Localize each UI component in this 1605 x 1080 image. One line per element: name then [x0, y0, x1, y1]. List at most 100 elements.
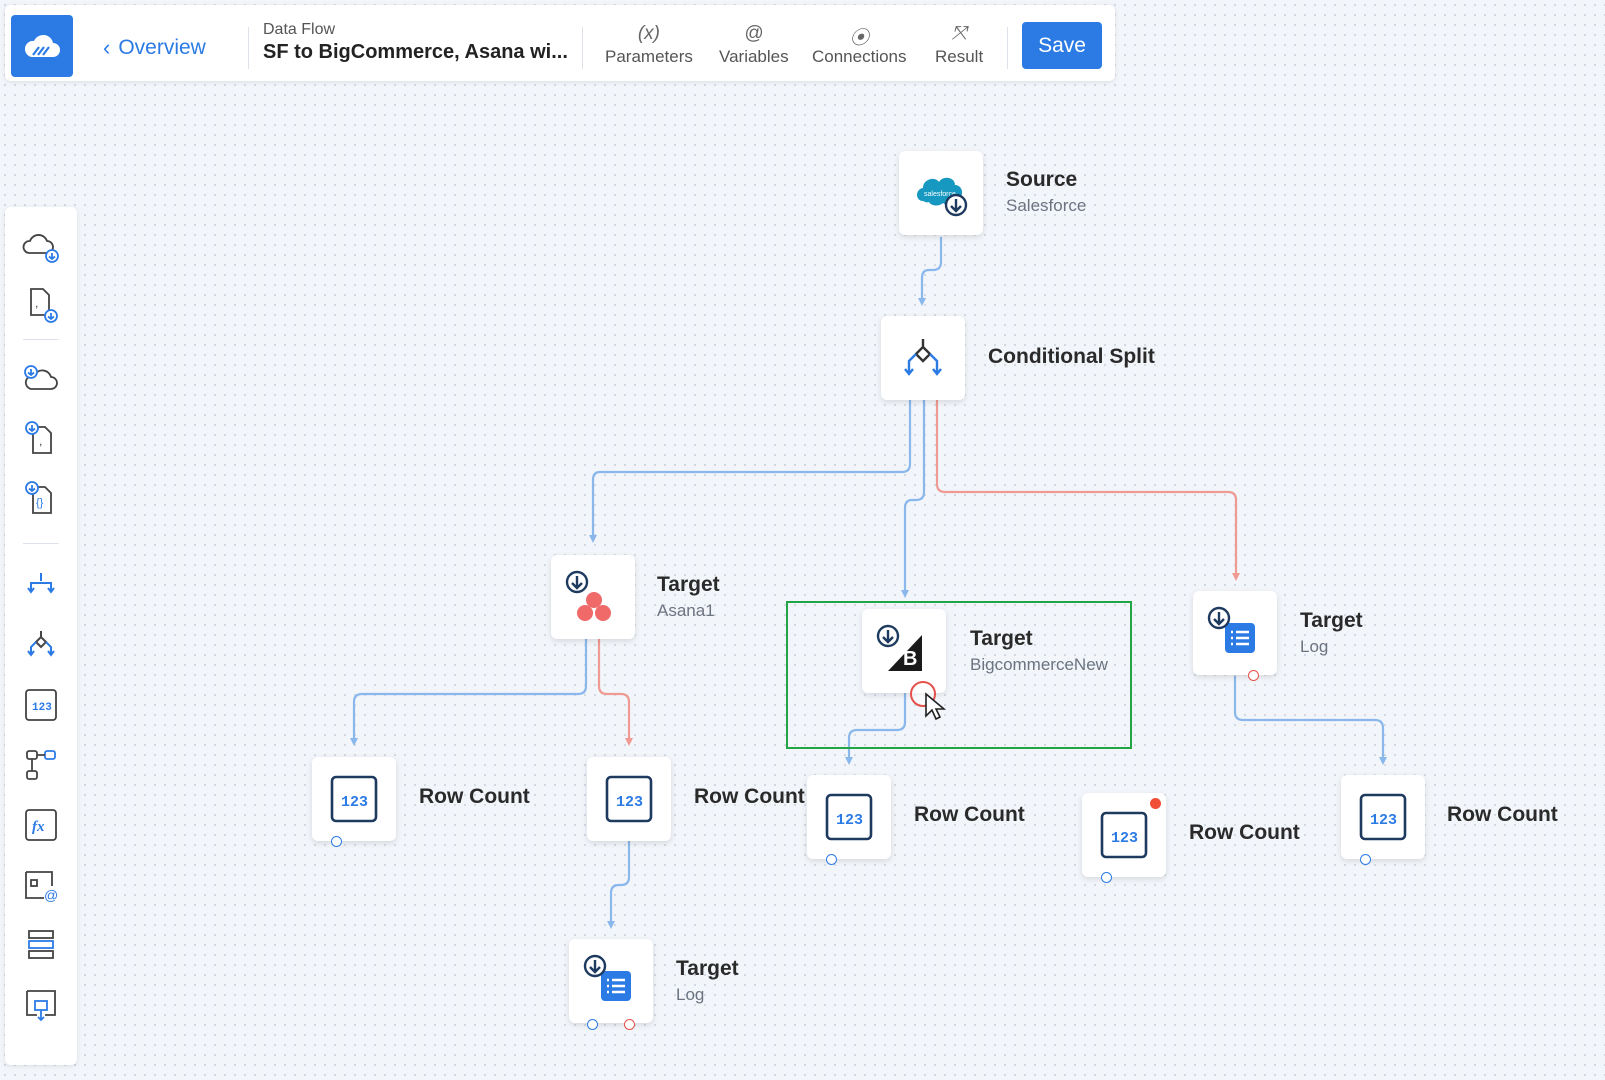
row-count-label-4: Row Count [1189, 821, 1300, 845]
node-title: Target [1300, 609, 1363, 632]
cloud-target-icon[interactable] [21, 359, 61, 399]
overview-back-link[interactable]: ‹ Overview [103, 35, 206, 61]
link-asana-rowcount2 [597, 639, 633, 746]
split-icon[interactable] [21, 565, 61, 605]
top-toolbar: ‹ Overview Data Flow SF to BigCommerce, … [5, 5, 1115, 81]
row-count-node-3[interactable]: 123 [807, 775, 891, 859]
row-count-icon: 123 [1359, 793, 1407, 841]
node-subtitle: Log [676, 985, 705, 1004]
conditional-split-icon [904, 339, 942, 376]
file-target-icon[interactable]: , [21, 419, 61, 459]
row-count-node-2[interactable]: 123 [587, 757, 671, 841]
row-count-label-5: Row Count [1447, 803, 1558, 827]
output-port[interactable] [1101, 872, 1112, 883]
component-palette: , , {} 123 [5, 207, 77, 1065]
link-asana-rowcount1 [350, 639, 588, 746]
save-button[interactable]: Save [1022, 22, 1102, 69]
lookup-icon[interactable] [21, 745, 61, 785]
extend-icon[interactable] [21, 985, 61, 1025]
row-count-node-5[interactable]: 123 [1341, 775, 1425, 859]
log-icon [583, 954, 631, 1001]
error-output-port[interactable] [1248, 670, 1259, 681]
selection-box [786, 601, 1132, 749]
target-log-right-label: Target Log [1300, 609, 1363, 657]
conditional-split-node[interactable] [881, 316, 965, 400]
parameters-icon: (x) [637, 23, 661, 44]
row-count-icon: 123 [330, 775, 378, 823]
source-node-label: Source Salesforce [1006, 168, 1086, 216]
parameters-label: Parameters [605, 47, 693, 66]
row-count-icon: 123 [1100, 811, 1148, 859]
node-subtitle: Asana1 [657, 601, 715, 620]
link-log-rowcount5 [1233, 676, 1387, 765]
link-split-log [935, 400, 1240, 581]
json-target-icon[interactable]: {} [21, 479, 61, 519]
cloud-logo-icon [24, 34, 60, 57]
node-subtitle: BigcommerceNew [970, 655, 1108, 674]
svg-text:,: , [39, 434, 42, 448]
link-bigcommerce-rowcount3 [845, 693, 907, 765]
asana-icon [565, 570, 611, 621]
row-count-icon[interactable]: 123 [21, 685, 61, 725]
target-bigcommerce-node[interactable]: B [862, 609, 946, 693]
svg-text:,: , [35, 296, 38, 310]
node-title: Row Count [419, 785, 530, 808]
svg-text:@: @ [44, 887, 58, 903]
node-title: Conditional Split [988, 345, 1155, 368]
source-salesforce-node[interactable]: salesforce [899, 151, 983, 235]
cloud-source-icon[interactable] [21, 227, 61, 267]
buffer-icon[interactable] [21, 925, 61, 965]
chevron-left-icon: ‹ [103, 35, 111, 60]
variables-button[interactable]: @ Variables [719, 23, 789, 67]
row-count-node-1[interactable]: 123 [312, 757, 396, 841]
svg-text:123: 123 [1111, 830, 1138, 847]
palette-divider [23, 339, 59, 340]
flow-name-title[interactable]: SF to BigCommerce, Asana wi... [263, 41, 568, 63]
app-logo-button[interactable] [11, 15, 73, 77]
node-title: Source [1006, 168, 1078, 191]
connections-icon: ⦿ [849, 28, 869, 49]
svg-text:B: B [903, 648, 917, 670]
target-bigcommerce-label: Target BigcommerceNew [970, 627, 1108, 675]
parameters-button[interactable]: (x) Parameters [605, 23, 693, 67]
output-port[interactable] [826, 854, 837, 865]
file-source-icon[interactable]: , [21, 285, 61, 325]
target-asana-node[interactable] [551, 555, 635, 639]
connections-label: Connections [812, 47, 907, 66]
svg-text:123: 123 [836, 812, 863, 829]
result-label: Result [935, 47, 984, 66]
divider [582, 27, 583, 69]
connections-button[interactable]: ⦿ Connections [812, 23, 907, 67]
variables-icon: @ [744, 23, 764, 44]
svg-text:123: 123 [1370, 812, 1397, 829]
svg-text:123: 123 [341, 794, 368, 811]
output-port[interactable] [587, 1019, 598, 1030]
conditional-split-icon[interactable] [21, 625, 61, 665]
node-subtitle: Log [1300, 637, 1329, 656]
expression-icon[interactable]: fx [21, 805, 61, 845]
svg-text:fx: fx [32, 819, 45, 835]
output-port[interactable] [331, 836, 342, 847]
link-split-bigcommerce [901, 400, 926, 598]
node-title: Row Count [1189, 821, 1300, 844]
target-log-right-node[interactable] [1193, 591, 1277, 675]
bigcommerce-icon: B [876, 624, 922, 671]
divider [1007, 27, 1008, 69]
result-button[interactable]: ⤧ Result [935, 23, 983, 67]
row-count-label-1: Row Count [419, 785, 530, 809]
salesforce-icon: salesforce [917, 177, 968, 217]
error-output-port[interactable] [624, 1019, 635, 1030]
node-title: Target [970, 627, 1033, 650]
variable-icon[interactable]: @ [21, 865, 61, 905]
link-split-asana [589, 400, 912, 543]
flow-meta: Data Flow SF to BigCommerce, Asana wi... [263, 21, 568, 64]
overview-label: Overview [118, 36, 206, 59]
variables-label: Variables [719, 47, 789, 66]
target-log-bottom-node[interactable] [569, 939, 653, 1023]
node-title: Row Count [1447, 803, 1558, 826]
link-source-split [918, 237, 943, 306]
output-port[interactable] [1360, 854, 1371, 865]
node-title: Target [657, 573, 720, 596]
target-asana-label: Target Asana1 [657, 573, 720, 621]
